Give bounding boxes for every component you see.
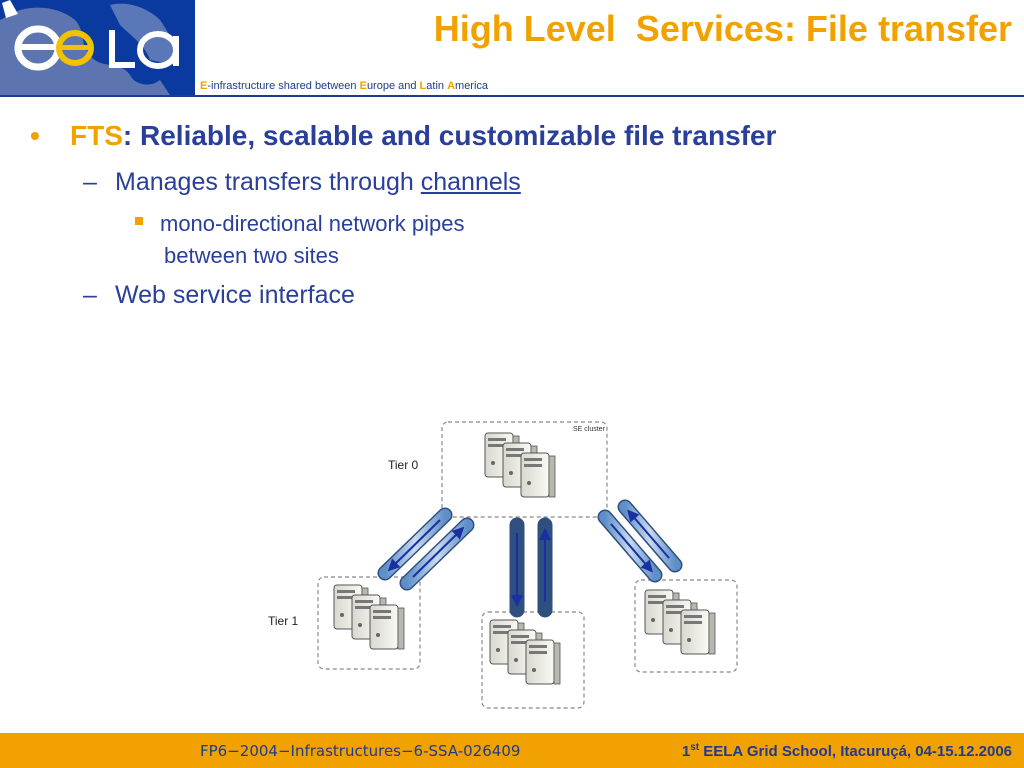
tier1-label: Tier 1 bbox=[268, 614, 299, 628]
fts-tier-diagram: SE cluster Tier 0 Tier 1 bbox=[260, 415, 780, 715]
footer-event-text: EELA Grid School, Itacuruçá, 04-15.12.20… bbox=[699, 743, 1012, 760]
tagline-part3: atin bbox=[426, 80, 448, 92]
channels-prefix: Manages transfers through bbox=[115, 168, 421, 196]
tagline-a: A bbox=[447, 80, 456, 92]
tier1-cluster-left-box bbox=[317, 576, 421, 670]
fts-label: FTS bbox=[70, 120, 123, 151]
footer-event-sup: st bbox=[690, 742, 700, 753]
sub-bullet-channels-text: Manages transfers through channels bbox=[115, 168, 521, 197]
pipe-right-down bbox=[597, 509, 663, 583]
tier0-cluster-box bbox=[441, 421, 608, 518]
tagline-part1: -infrastructure shared between bbox=[207, 80, 360, 92]
webservice-text: Web service interface bbox=[115, 281, 355, 309]
pipe-right-up bbox=[617, 499, 683, 573]
header-divider bbox=[0, 95, 1024, 97]
footer-event-prefix: 1 bbox=[681, 743, 691, 760]
slide-title: High Level Services: File transfer bbox=[433, 8, 1012, 49]
tier1-right-servers-icon bbox=[645, 590, 715, 654]
tagline-part4: merica bbox=[455, 80, 489, 92]
tagline-part2: urope and bbox=[366, 80, 420, 92]
square-bullet-icon bbox=[135, 217, 143, 225]
pipe-left-up bbox=[399, 517, 475, 591]
tagline-e2: E bbox=[359, 80, 367, 92]
tier0-servers-icon bbox=[485, 433, 555, 497]
tier1-left-servers-icon bbox=[334, 585, 404, 649]
slide-footer: FP6−2004−Infrastructures−6-SSA-026409 1s… bbox=[0, 733, 1024, 768]
fts-description: : Reliable, scalable and customizable fi… bbox=[122, 120, 777, 151]
pipe-left-down bbox=[377, 507, 453, 581]
channels-link[interactable]: channels bbox=[420, 168, 521, 196]
slide-header: High Level Services: File transfer E-inf… bbox=[0, 0, 1024, 95]
eela-logo bbox=[0, 0, 195, 95]
footer-project-id: FP6−2004−Infrastructures−6-SSA-026409 bbox=[200, 742, 521, 760]
tier-diagram-svg: SE cluster Tier 0 Tier 1 bbox=[268, 421, 738, 709]
pipes-line1: mono-directional network pipes bbox=[160, 211, 465, 236]
tagline-l: L bbox=[419, 80, 427, 92]
tier0-label: Tier 0 bbox=[388, 458, 419, 472]
eela-logo-graphic bbox=[0, 0, 195, 95]
tier1-cluster-middle-box bbox=[481, 611, 585, 709]
bullet-dot: • bbox=[30, 120, 40, 151]
bullet-fts-text: FTS: Reliable, scalable and customizable… bbox=[70, 120, 776, 152]
footer-event: 1st EELA Grid School, Itacuruçá, 04-15.1… bbox=[682, 742, 1012, 760]
dash-marker: – bbox=[83, 281, 97, 309]
eela-tagline: E-infrastructure shared between Europe a… bbox=[200, 80, 488, 92]
tagline-e1: E bbox=[200, 80, 208, 92]
pipes-line2: between two sites bbox=[164, 243, 339, 268]
dash-marker: – bbox=[83, 168, 97, 196]
se-cluster-label: SE cluster bbox=[573, 426, 606, 433]
tier1-middle-servers-icon bbox=[490, 620, 560, 684]
tier1-cluster-right-box bbox=[634, 579, 738, 673]
